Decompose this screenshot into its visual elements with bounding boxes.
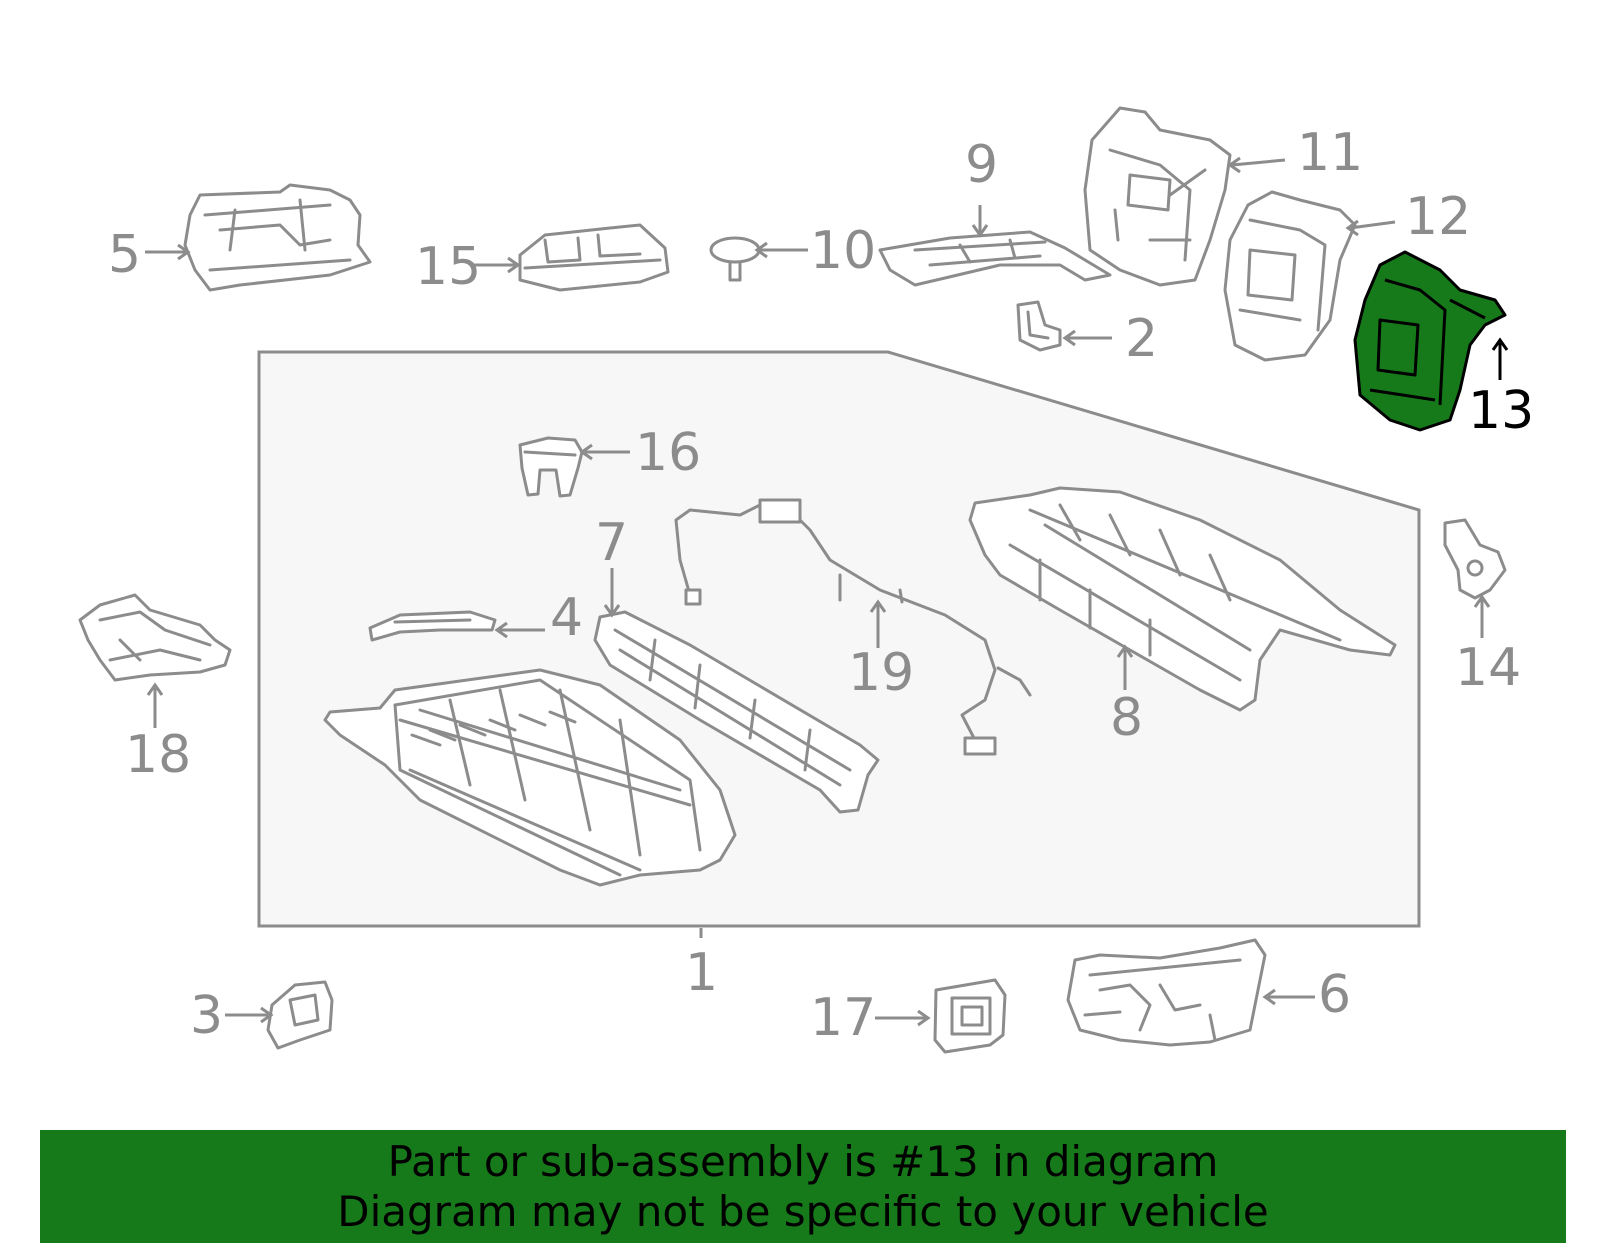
part-8-shape[interactable]	[968, 486, 1397, 712]
callout-4[interactable]: 4	[550, 588, 583, 648]
callout-16[interactable]: 16	[635, 423, 701, 483]
part-2-shape[interactable]	[1016, 300, 1062, 352]
part-14-shape[interactable]	[1443, 518, 1507, 600]
callout-11[interactable]: 11	[1297, 123, 1363, 183]
part-5-shape[interactable]	[183, 183, 372, 292]
callout-13[interactable]: 13	[1468, 381, 1534, 441]
leader-lines	[145, 156, 1509, 1027]
callout-19[interactable]: 19	[848, 643, 914, 703]
part-16-shape[interactable]	[518, 436, 584, 498]
callout-7[interactable]: 7	[595, 513, 628, 573]
callout-6[interactable]: 6	[1318, 965, 1351, 1025]
callout-1[interactable]: 1	[685, 943, 718, 1003]
callout-9[interactable]: 9	[965, 135, 998, 195]
banner-line-1: Part or sub-assembly is #13 in diagram	[387, 1136, 1219, 1186]
part-12-shape[interactable]	[1223, 190, 1357, 362]
callout-15[interactable]: 15	[415, 237, 481, 297]
part-10-shape[interactable]	[709, 236, 761, 282]
callout-14[interactable]: 14	[1455, 638, 1521, 698]
callout-5[interactable]: 5	[108, 225, 141, 285]
part-7-shape[interactable]	[593, 610, 880, 814]
part-6-shape[interactable]	[1066, 938, 1267, 1047]
callout-8[interactable]: 8	[1110, 688, 1143, 748]
part-15-shape[interactable]	[518, 223, 670, 292]
banner-line-2: Diagram may not be specific to your vehi…	[337, 1186, 1269, 1236]
part-4-shape[interactable]	[368, 610, 497, 642]
callout-10[interactable]: 10	[810, 221, 876, 281]
info-banner: Part or sub-assembly is #13 in diagram D…	[40, 1130, 1566, 1243]
part-1-shape[interactable]	[323, 668, 737, 887]
callout-17[interactable]: 17	[810, 988, 876, 1048]
callout-18[interactable]: 18	[125, 725, 191, 785]
part-13-shape[interactable]	[1353, 250, 1507, 432]
part-19-shape[interactable]	[674, 498, 1032, 756]
part-17-shape[interactable]	[933, 978, 1007, 1054]
part-3-shape[interactable]	[266, 980, 334, 1050]
part-18-shape[interactable]	[78, 593, 232, 682]
callout-3[interactable]: 3	[190, 986, 223, 1046]
part-11-shape[interactable]	[1083, 106, 1232, 287]
callout-2[interactable]: 2	[1125, 309, 1158, 369]
callout-12[interactable]: 12	[1405, 187, 1471, 247]
part-9-shape[interactable]	[878, 230, 1112, 287]
